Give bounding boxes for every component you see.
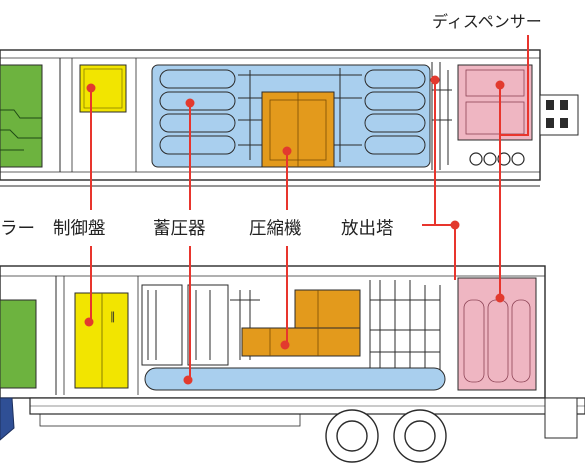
labels: ラー 制御盤 蓄圧器 圧縮機 放出塔 ディスペンサー bbox=[0, 12, 542, 239]
dispenser-zone-top bbox=[457, 64, 533, 141]
marker-dispenser-top bbox=[495, 80, 505, 90]
svg-text:∥: ∥ bbox=[110, 310, 116, 323]
label-accumulator: 蓄圧器 bbox=[153, 219, 206, 239]
cooler-zone-top bbox=[0, 64, 43, 168]
label-cooler: ラー bbox=[0, 219, 35, 239]
compressor-base-side bbox=[241, 327, 361, 357]
trailer-wheels bbox=[325, 409, 447, 463]
marker-vent-stack-label bbox=[450, 220, 460, 230]
marker-control-panel-side bbox=[84, 317, 94, 327]
label-compressor: 圧縮機 bbox=[249, 219, 302, 239]
label-control-panel: 制御盤 bbox=[53, 219, 106, 239]
marker-dispenser-side bbox=[495, 293, 505, 303]
top-view bbox=[0, 49, 579, 187]
rear-bumper bbox=[544, 397, 578, 439]
marker-vent-stack-top bbox=[430, 75, 440, 85]
label-dispenser: ディスペンサー bbox=[432, 12, 542, 31]
cooler-zone-side bbox=[0, 299, 37, 389]
leader-vent-stack bbox=[422, 80, 456, 280]
truck-cab-fragment bbox=[0, 397, 15, 441]
side-view: ∥ bbox=[0, 265, 585, 463]
leader-lines bbox=[90, 35, 529, 380]
marker-control-panel-top bbox=[86, 83, 96, 93]
marker-accumulator-top bbox=[185, 98, 195, 108]
accumulator-zone-side bbox=[144, 367, 446, 391]
marker-compressor-top bbox=[282, 146, 292, 156]
control-panel-zone-side bbox=[74, 292, 129, 389]
rear-step-top bbox=[539, 94, 579, 136]
markers bbox=[84, 75, 505, 385]
label-vent-stack: 放出塔 bbox=[341, 219, 394, 239]
marker-accumulator-side bbox=[183, 375, 193, 385]
marker-compressor-side bbox=[280, 340, 290, 350]
leader-dispenser bbox=[499, 35, 529, 300]
